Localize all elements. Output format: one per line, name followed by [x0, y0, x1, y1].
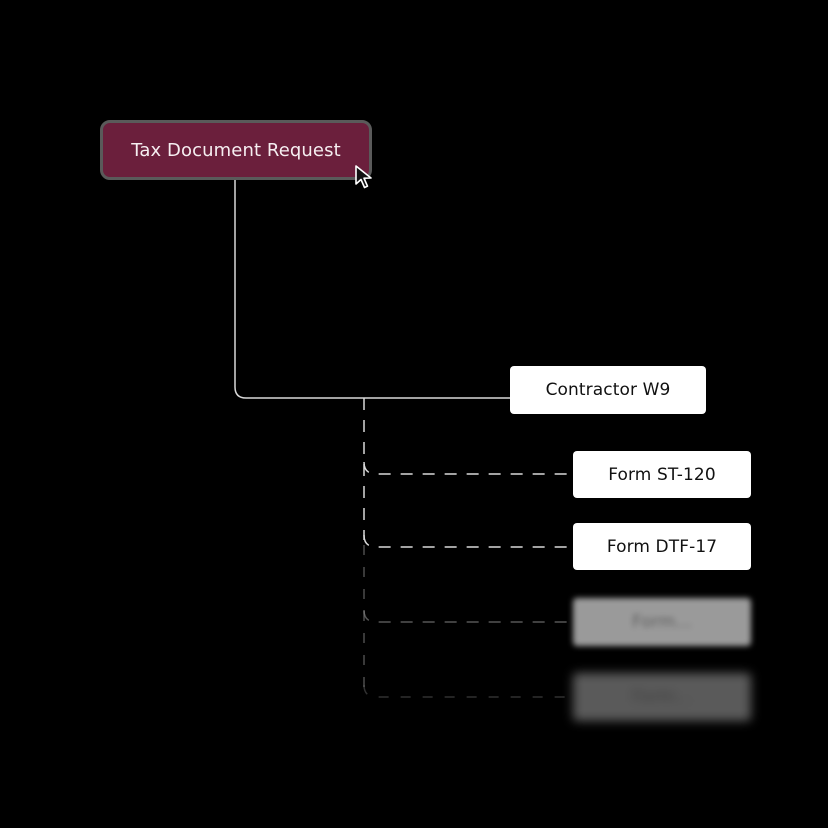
connector-to-dtf17: [363, 534, 573, 548]
connector-to-faded-2: [363, 684, 573, 698]
child-node-label: Form ST-120: [608, 464, 716, 485]
child-node-label: Contractor W9: [545, 380, 671, 400]
connector-to-st120: [363, 461, 573, 475]
child-node-form-dtf-17[interactable]: Form DTF-17: [573, 523, 751, 570]
child-node-contractor-w9[interactable]: Contractor W9: [510, 366, 706, 414]
child-node-label: Form...: [632, 687, 692, 707]
connector-to-faded-1: [363, 609, 573, 623]
child-node-faded-2[interactable]: Form...: [573, 673, 751, 721]
pointer-cursor-icon: [355, 165, 372, 189]
connector-root-to-contractor: [234, 180, 510, 399]
child-node-form-st-120[interactable]: Form ST-120: [573, 451, 751, 498]
root-node-label: Tax Document Request: [131, 139, 341, 161]
child-node-faded-1[interactable]: Form...: [573, 598, 751, 646]
child-node-label: Form...: [632, 612, 692, 632]
child-node-label: Form DTF-17: [606, 536, 718, 557]
root-node[interactable]: Tax Document Request: [100, 120, 372, 180]
